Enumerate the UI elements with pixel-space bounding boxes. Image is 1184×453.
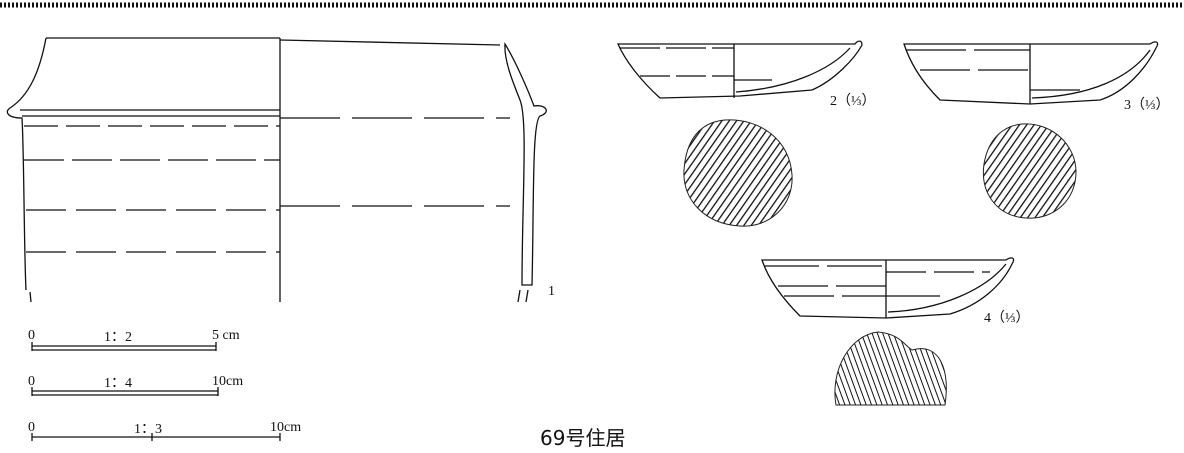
scale-1-4-end: 10cm [212, 374, 244, 389]
scale-1-4-ratio: 1：4 [104, 376, 132, 391]
scale-1-3-start: 0 [28, 420, 35, 435]
figure-label-3: 3（⅓） [1124, 98, 1170, 113]
scale-1-2-start: 0 [28, 328, 35, 343]
plate-title: 69号住居 [540, 426, 626, 450]
scale-1-3-ratio: 1：3 [134, 422, 162, 437]
vessel-3-drawing [903, 41, 1159, 105]
scale-bar-1-3 [31, 433, 281, 441]
scale-1-2-end: 5 cm [212, 328, 240, 343]
scale-1-4-start: 0 [28, 374, 35, 389]
vessel-1-drawing [6, 37, 547, 303]
scale-bar-1-4 [31, 387, 219, 396]
figure-label-4: 4（⅓） [984, 311, 1030, 326]
scale-bar-1-2 [31, 342, 217, 351]
vessel-2-drawing [617, 40, 863, 99]
scale-1-2-ratio: 1：2 [104, 330, 132, 345]
rubbing-2 [683, 119, 793, 227]
rubbing-3 [982, 123, 1077, 219]
figure-label-2: 2（⅓） [830, 94, 876, 109]
figure-label-1: 1 [548, 284, 555, 299]
vessel-4-drawing [761, 257, 1015, 319]
scale-1-3-end: 10cm [270, 420, 302, 435]
rubbing-4 [834, 331, 947, 406]
